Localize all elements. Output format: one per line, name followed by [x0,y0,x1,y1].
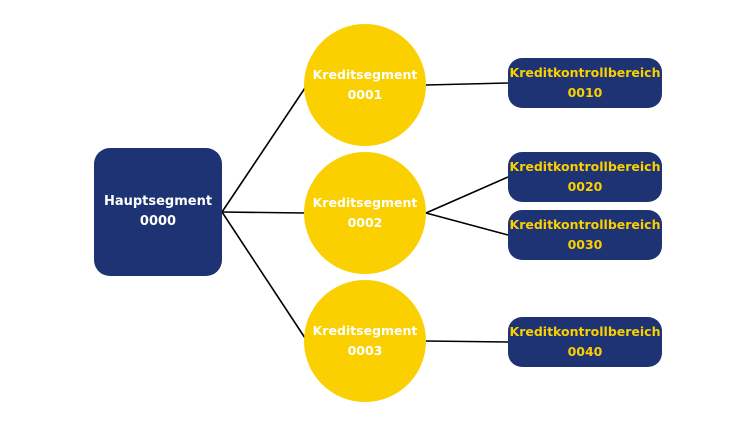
credit-control-area-title: Kreditkontrollbereich [509,324,661,339]
connector-main-to-segment-0002 [221,211,306,214]
credit-control-area-node-0040: Kreditkontrollbereich 0040 [508,317,662,367]
credit-control-area-code: 0010 [567,85,603,100]
credit-segment-title: Kreditsegment [312,195,418,210]
credit-segment-node-0002: Kreditsegment 0002 [304,152,426,274]
credit-segment-node-0001: Kreditsegment 0001 [304,24,426,146]
connector-segment-0002-to-area-0020 [425,176,509,214]
main-segment-node: Hauptsegment 0000 [94,148,222,276]
credit-segment-node-0003: Kreditsegment 0003 [304,280,426,402]
credit-control-area-node-0020: Kreditkontrollbereich 0020 [508,152,662,202]
credit-control-area-title: Kreditkontrollbereich [509,65,661,80]
credit-control-area-node-0010: Kreditkontrollbereich 0010 [508,58,662,108]
credit-control-area-title: Kreditkontrollbereich [509,217,661,232]
credit-segment-code: 0002 [347,215,383,230]
credit-control-area-code: 0040 [567,344,603,359]
credit-segment-code: 0001 [347,87,383,102]
connector-main-to-segment-0003 [221,211,308,342]
connector-segment-0001-to-area-0010 [425,82,509,86]
main-segment-code: 0000 [139,214,177,229]
credit-segment-title: Kreditsegment [312,67,418,82]
main-segment-title: Hauptsegment [103,194,213,209]
credit-segment-title: Kreditsegment [312,323,418,338]
credit-control-area-code: 0020 [567,179,603,194]
connector-main-to-segment-0001 [221,84,308,213]
credit-control-area-code: 0030 [567,237,603,252]
credit-control-area-node-0030: Kreditkontrollbereich 0030 [508,210,662,260]
credit-control-area-title: Kreditkontrollbereich [509,159,661,174]
connector-segment-0002-to-area-0030 [425,212,509,236]
connector-segment-0003-to-area-0040 [425,340,509,343]
credit-segment-code: 0003 [347,343,383,358]
